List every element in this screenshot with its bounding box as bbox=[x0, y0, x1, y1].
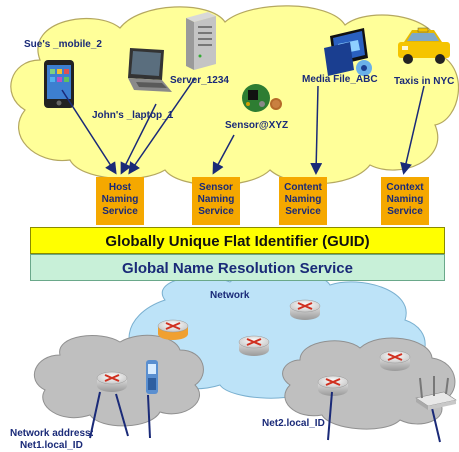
sensor-icon bbox=[242, 84, 282, 112]
taxi-label: Taxis in NYC bbox=[394, 76, 455, 87]
router-icon bbox=[96, 371, 128, 392]
smartphone-icon bbox=[44, 60, 74, 108]
router-icon bbox=[317, 375, 349, 396]
host-naming-service-line-1: Host bbox=[108, 182, 132, 193]
server-label: Server_1234 bbox=[170, 75, 229, 86]
host-naming-service: Host Naming Service bbox=[96, 177, 144, 225]
net2-label: Net2.local_ID bbox=[262, 418, 325, 429]
content-naming-service: Content Naming Service bbox=[279, 177, 327, 225]
taxi-icon bbox=[398, 27, 450, 64]
content-naming-service-line-2: Naming bbox=[284, 194, 322, 205]
sensor-naming-service: Sensor Naming Service bbox=[192, 177, 240, 225]
media-file-label: Media File_ABC bbox=[302, 74, 378, 85]
router-icon bbox=[379, 350, 411, 371]
sensor-naming-service-line-1: Sensor bbox=[199, 182, 233, 193]
net1-label-line-1: Network address: bbox=[10, 428, 94, 439]
server-icon bbox=[186, 12, 216, 70]
device-cloud bbox=[10, 5, 459, 186]
net1-label-line-2: Net1.local_ID bbox=[20, 440, 83, 451]
gnrs-bar: Global Name Resolution Service bbox=[30, 254, 445, 281]
host-naming-service-line-2: Naming bbox=[101, 194, 139, 205]
laptop-label: John's _laptop_1 bbox=[92, 110, 174, 121]
laptop-icon bbox=[128, 48, 172, 92]
routers bbox=[96, 299, 411, 396]
context-naming-service-line-2: Naming bbox=[386, 194, 424, 205]
access-point-icon bbox=[415, 376, 457, 410]
router-icon bbox=[157, 319, 189, 340]
access-links bbox=[89, 391, 441, 443]
router-icon bbox=[289, 299, 321, 320]
device-arrows bbox=[61, 77, 425, 175]
sensor-naming-service-line-3: Service bbox=[198, 206, 234, 217]
guid-bar: Globally Unique Flat Identifier (GUID) bbox=[30, 227, 445, 254]
context-naming-service: Context Naming Service bbox=[381, 177, 429, 225]
subnet-cloud-2 bbox=[282, 337, 456, 430]
context-naming-service-line-3: Service bbox=[387, 206, 423, 217]
media-file-icon bbox=[324, 28, 372, 76]
cordless-phone-icon bbox=[146, 360, 158, 394]
host-naming-service-line-3: Service bbox=[102, 206, 138, 217]
phone-label: Sue's _mobile_2 bbox=[24, 39, 102, 50]
router-icon bbox=[238, 335, 270, 356]
context-naming-service-line-1: Context bbox=[386, 182, 424, 193]
sensor-naming-service-line-2: Naming bbox=[197, 194, 235, 205]
content-naming-service-line-1: Content bbox=[284, 182, 322, 193]
network-label: Network bbox=[210, 290, 250, 301]
sensor-label: Sensor@XYZ bbox=[225, 120, 289, 131]
content-naming-service-line-3: Service bbox=[285, 206, 321, 217]
